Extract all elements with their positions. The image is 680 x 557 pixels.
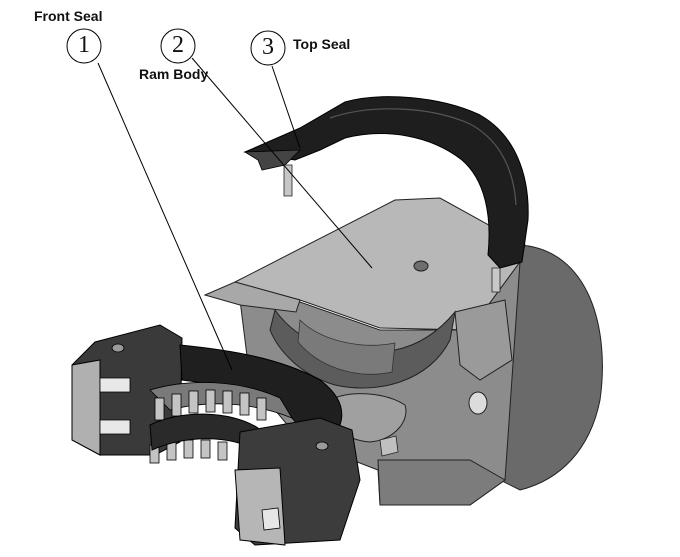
ram-body-right-face xyxy=(454,299,513,381)
top-seal-tip xyxy=(243,149,302,171)
callout-circles xyxy=(66,28,286,66)
front-seal-right-notch xyxy=(261,507,281,531)
callout-number-1: 1 xyxy=(78,32,90,58)
top-seal xyxy=(243,96,529,269)
ram-body-pin-left xyxy=(379,435,399,457)
front-seal-teeth xyxy=(149,389,267,464)
front-seal-left-face xyxy=(71,359,101,456)
ram-body-pin-right xyxy=(491,267,501,293)
front-seal-right-bolt xyxy=(315,441,329,451)
callout-circle-3 xyxy=(250,30,286,66)
ram-body-end-cap xyxy=(499,244,603,491)
callout-circle-1 xyxy=(66,28,102,64)
front-seal-right-face xyxy=(234,467,286,546)
callout-number-2: 2 xyxy=(172,32,184,58)
top-seal-highlight xyxy=(329,108,517,206)
front-seal-left-bolt xyxy=(111,343,125,353)
top-seal-arch xyxy=(243,96,529,269)
label-ram-body: Ram Body xyxy=(139,66,209,82)
front-seal-left-slot-2 xyxy=(99,419,131,435)
ram-body-bore-inner xyxy=(297,319,396,375)
label-top-seal: Top Seal xyxy=(293,36,351,52)
callout-circle-2 xyxy=(160,28,196,64)
ram-body-top-hole xyxy=(413,260,429,272)
ram-body-base xyxy=(377,459,506,506)
leader-line-2 xyxy=(191,57,373,269)
leader-line-3 xyxy=(271,65,301,149)
ram-body-lip xyxy=(203,281,301,313)
label-front-seal: Front Seal xyxy=(34,8,103,24)
front-seal-inserts xyxy=(149,382,293,419)
leader-line-1 xyxy=(97,62,233,371)
callout-number-3: 3 xyxy=(262,34,274,60)
leader-lines xyxy=(97,57,373,371)
front-seal xyxy=(71,324,361,546)
ram-body-screw-hole xyxy=(468,391,488,415)
front-seal-left-slot xyxy=(99,377,131,393)
